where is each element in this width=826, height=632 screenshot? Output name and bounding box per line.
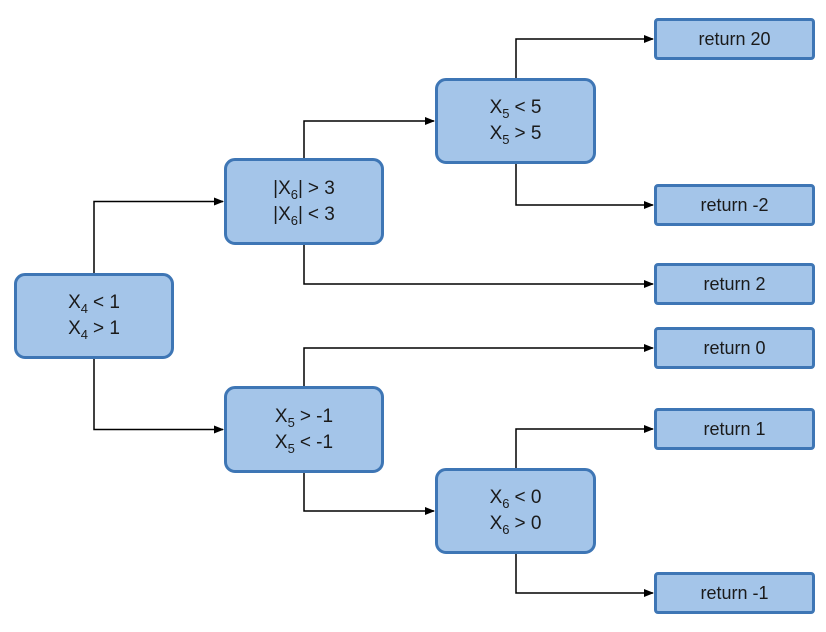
edge-x5-bottom-to-r0 (303, 344, 654, 386)
condition-line: X5< 5 (490, 95, 542, 121)
variable-name: X (489, 123, 503, 144)
edge-x5-top-to-rm2 (515, 164, 654, 209)
variable-label: X5 (274, 431, 295, 456)
variable-label: X6 (489, 487, 510, 511)
edge-x6-to-rm1 (515, 554, 654, 597)
variable-label: X5 (274, 405, 295, 430)
decision-node-abs-x6: |X6|> 3|X6|< 3 (224, 158, 384, 245)
comparison-text: < 3 (307, 203, 335, 225)
leaf-return-2: return 2 (654, 263, 815, 305)
variable-name: X (274, 431, 288, 453)
comparison-text: < 1 (92, 292, 120, 313)
variable-label: |X6| (273, 203, 303, 228)
variable-label: X4 (68, 292, 88, 316)
leaf-label: return -2 (700, 194, 769, 215)
variable-name: X (489, 513, 503, 534)
variable-subscript: 6 (290, 186, 298, 202)
leaf-label: return -1 (700, 582, 769, 603)
leaf-return-minus-1: return -1 (654, 572, 815, 614)
abs-bar-close: | (297, 203, 303, 225)
variable-name: X (489, 97, 503, 118)
leaf-return-0: return 0 (654, 327, 815, 369)
condition-line: X5< -1 (275, 430, 333, 456)
variable-label: |X6| (273, 177, 303, 202)
variable-name: X (278, 177, 291, 199)
condition-line: X5> -1 (275, 404, 333, 430)
variable-name: X (68, 318, 81, 339)
variable-name: X (68, 292, 81, 313)
variable-subscript: 6 (290, 212, 298, 228)
leaf-return-1: return 1 (654, 408, 815, 450)
condition-line: X4> 1 (68, 316, 120, 342)
leaf-label: return 1 (703, 418, 766, 439)
variable-label: X5 (489, 123, 510, 147)
comparison-text: > 0 (514, 513, 542, 534)
condition-line: |X6|< 3 (273, 202, 335, 228)
condition-line: |X6|> 3 (273, 176, 335, 202)
variable-subscript: 5 (287, 440, 295, 456)
abs-bar-close: | (297, 177, 303, 199)
variable-name: X (274, 405, 288, 427)
variable-subscript: 6 (502, 496, 510, 511)
edge-x5-bottom-to-x6 (303, 473, 435, 515)
comparison-text: < 0 (514, 487, 542, 508)
comparison-text: < -1 (299, 431, 334, 453)
leaf-return-20: return 20 (654, 18, 815, 60)
condition-line: X6< 0 (490, 485, 542, 511)
edge-x5-top-to-r20 (515, 35, 654, 78)
edge-x4-to-abs-x6 (93, 197, 224, 273)
variable-name: X (278, 203, 291, 225)
comparison-text: > 3 (307, 177, 335, 199)
variable-subscript: 5 (502, 106, 510, 121)
comparison-text: < 5 (514, 97, 542, 118)
comparison-text: > 1 (92, 318, 120, 339)
leaf-label: return 2 (703, 273, 766, 294)
comparison-text: > 5 (514, 123, 542, 144)
variable-name: X (489, 487, 503, 508)
variable-subscript: 4 (80, 301, 88, 316)
condition-line: X5> 5 (490, 121, 542, 147)
abs-bar-open: | (273, 177, 279, 199)
variable-subscript: 4 (80, 327, 88, 342)
variable-label: X5 (489, 97, 510, 121)
variable-label: X6 (489, 513, 510, 537)
leaf-label: return 20 (698, 28, 771, 49)
abs-bar-open: | (273, 203, 279, 225)
leaf-label: return 0 (703, 337, 766, 358)
edge-x6-to-r1 (515, 425, 654, 468)
edge-abs-x6-to-x5-top (303, 117, 435, 158)
variable-subscript: 6 (502, 522, 510, 537)
variable-subscript: 5 (502, 132, 510, 147)
edge-abs-x6-to-r2 (303, 245, 654, 288)
comparison-text: > -1 (299, 405, 334, 427)
variable-subscript: 5 (287, 414, 295, 430)
variable-label: X4 (68, 318, 88, 342)
condition-line: X4< 1 (68, 290, 120, 316)
condition-line: X6> 0 (490, 511, 542, 537)
edge-x4-to-x5-bottom (93, 359, 224, 434)
leaf-return-minus-2: return -2 (654, 184, 815, 226)
